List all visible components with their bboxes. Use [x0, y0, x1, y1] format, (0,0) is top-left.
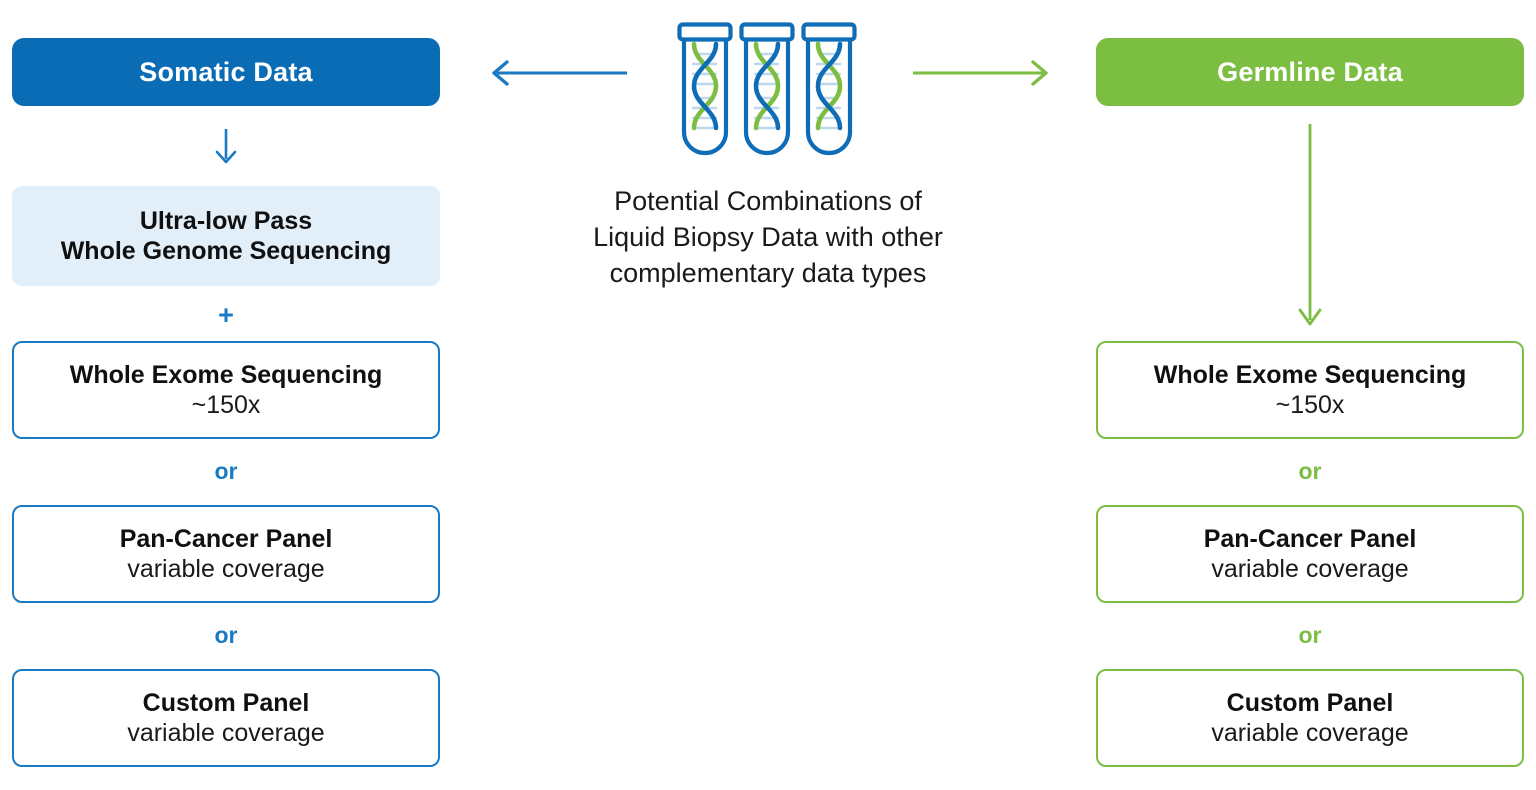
- center-caption-line-2: Liquid Biopsy Data with other: [593, 221, 943, 252]
- germline-node-pan-cancer-panel-title: Pan-Cancer Panel: [1203, 524, 1417, 553]
- somatic-connector-or-1: or: [214, 458, 238, 484]
- center-caption: Potential Combinations of Liquid Biopsy …: [540, 184, 996, 292]
- germline-node-custom-panel: Custom Panel variable coverage: [1096, 669, 1524, 767]
- somatic-node-pan-cancer-panel-title: Pan-Cancer Panel: [119, 524, 333, 553]
- somatic-node-custom-panel: Custom Panel variable coverage: [12, 669, 440, 767]
- somatic-node-ulp-wgs: Ultra-low Pass Whole Genome Sequencing: [12, 186, 440, 286]
- arrow-down-germline: [1290, 122, 1330, 330]
- dna-test-tubes-icon: [672, 16, 862, 164]
- somatic-header-box: Somatic Data: [12, 38, 440, 106]
- germline-node-wes-title: Whole Exome Sequencing: [1153, 360, 1467, 389]
- germline-header-label: Germline Data: [1217, 56, 1403, 87]
- somatic-connector-or-2: or: [214, 622, 238, 648]
- center-caption-line-3: complementary data types: [609, 257, 927, 288]
- somatic-node-ulp-wgs-title: Ultra-low Pass: [139, 206, 313, 235]
- somatic-header-label: Somatic Data: [139, 56, 313, 87]
- germline-node-custom-panel-title: Custom Panel: [1226, 688, 1394, 717]
- somatic-node-pan-cancer-panel-sub: variable coverage: [127, 555, 325, 583]
- center-caption-line-1: Potential Combinations of: [614, 186, 922, 216]
- arrow-down-somatic: [205, 128, 247, 168]
- germline-connector-or-1: or: [1298, 458, 1322, 484]
- somatic-node-wes: Whole Exome Sequencing ~150x: [12, 341, 440, 439]
- somatic-node-pan-cancer-panel: Pan-Cancer Panel variable coverage: [12, 505, 440, 603]
- somatic-node-wes-sub: ~150x: [191, 391, 261, 419]
- germline-node-wes-sub: ~150x: [1275, 391, 1345, 419]
- germline-node-custom-panel-sub: variable coverage: [1211, 719, 1409, 747]
- somatic-node-wes-title: Whole Exome Sequencing: [69, 360, 383, 389]
- germline-connector-or-2: or: [1298, 622, 1322, 648]
- germline-node-pan-cancer-panel-sub: variable coverage: [1211, 555, 1409, 583]
- somatic-connector-plus: +: [218, 300, 234, 330]
- germline-node-wes: Whole Exome Sequencing ~150x: [1096, 341, 1524, 439]
- somatic-node-ulp-wgs-title2: Whole Genome Sequencing: [60, 237, 392, 265]
- somatic-node-custom-panel-title: Custom Panel: [142, 688, 310, 717]
- germline-header-box: Germline Data: [1096, 38, 1524, 106]
- arrow-left-to-somatic: [487, 55, 632, 91]
- germline-node-pan-cancer-panel: Pan-Cancer Panel variable coverage: [1096, 505, 1524, 603]
- somatic-node-custom-panel-sub: variable coverage: [127, 719, 325, 747]
- arrow-right-to-germline: [908, 55, 1053, 91]
